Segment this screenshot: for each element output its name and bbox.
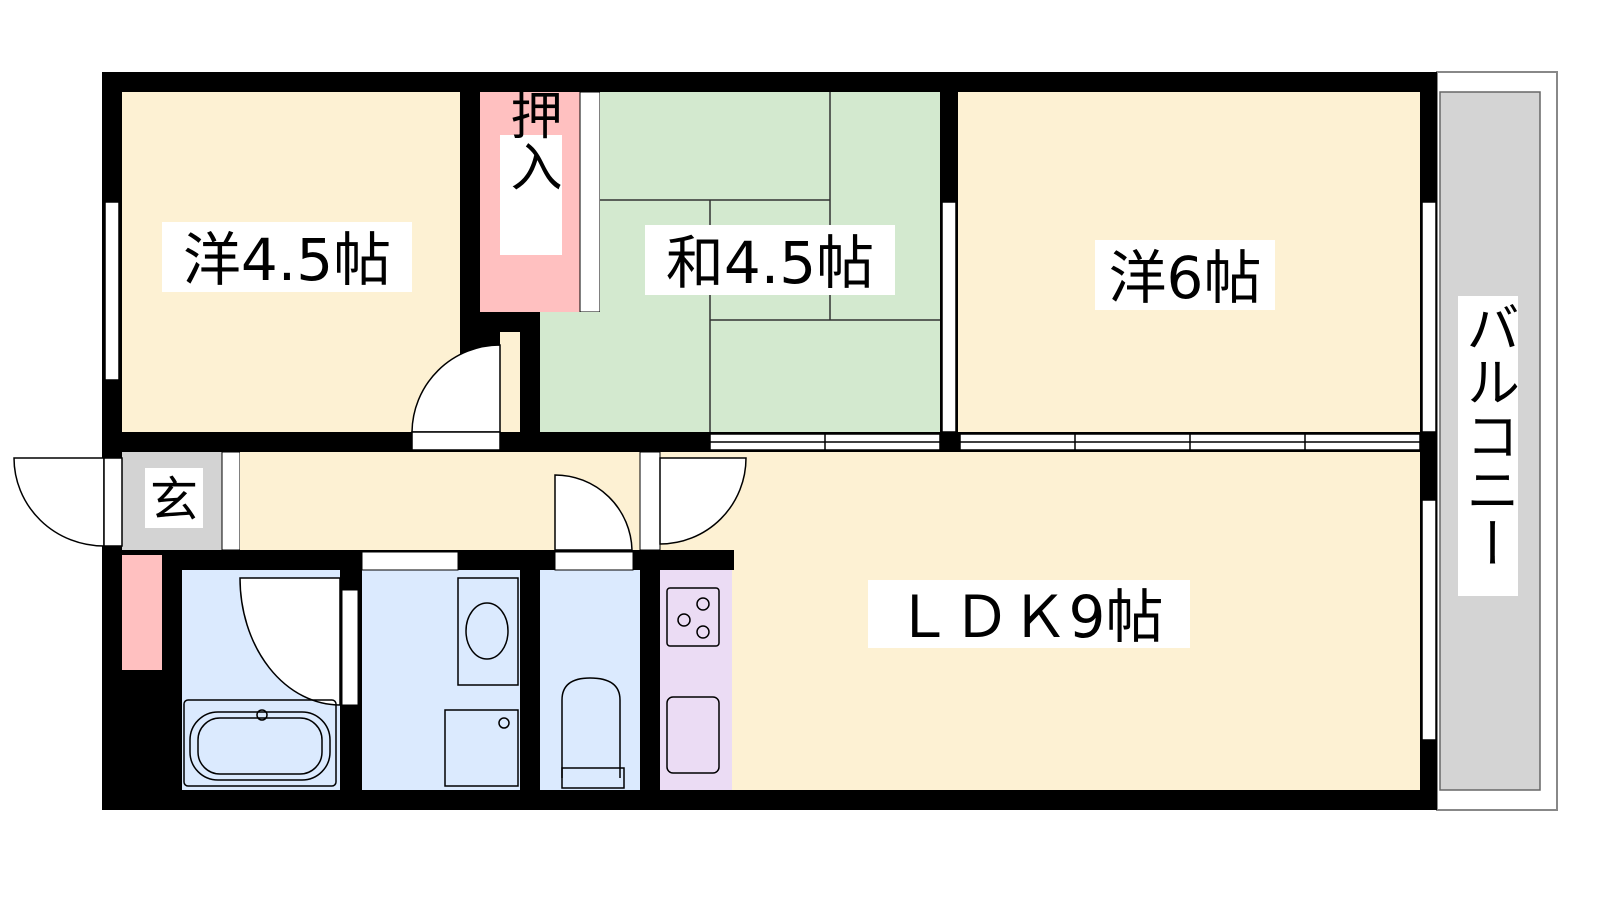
toilet-door[interactable] xyxy=(554,474,633,551)
wash-basin-icon xyxy=(457,577,519,686)
label-balcony: バルコニー xyxy=(1457,300,1520,570)
window-western-right xyxy=(1421,201,1437,433)
toilet-icon xyxy=(561,677,621,778)
label-closet: 押入 xyxy=(501,88,561,192)
window-ldk xyxy=(1421,499,1437,741)
bath-door[interactable] xyxy=(239,577,341,706)
doorway-left[interactable] xyxy=(411,431,501,451)
closet-door[interactable] xyxy=(579,91,601,313)
window-left xyxy=(104,201,120,381)
ldk-door[interactable] xyxy=(659,457,747,545)
tatami-lines xyxy=(600,92,940,432)
front-door[interactable] xyxy=(13,457,105,547)
sliding-door-partition[interactable] xyxy=(941,201,957,433)
front-door-frame xyxy=(103,457,123,547)
bathtub-frame xyxy=(183,699,337,787)
label-entrance: 玄 xyxy=(150,472,198,528)
sink-icon xyxy=(666,696,720,774)
washroom xyxy=(362,570,520,790)
label-western-right: 洋6帖 xyxy=(1109,244,1262,312)
label-ldk: ＬＤＫ9帖 xyxy=(895,583,1164,651)
room-door-left[interactable] xyxy=(411,344,501,433)
washing-machine-icon xyxy=(444,709,519,787)
bathtub-icon xyxy=(189,711,331,781)
label-japanese: 和4.5帖 xyxy=(666,229,874,297)
kitchen-counter xyxy=(660,570,732,790)
label-western-left: 洋4.5帖 xyxy=(183,226,391,294)
toilet-room xyxy=(540,570,640,790)
stove-icon xyxy=(666,587,720,647)
shoe-cabinet xyxy=(122,555,162,670)
